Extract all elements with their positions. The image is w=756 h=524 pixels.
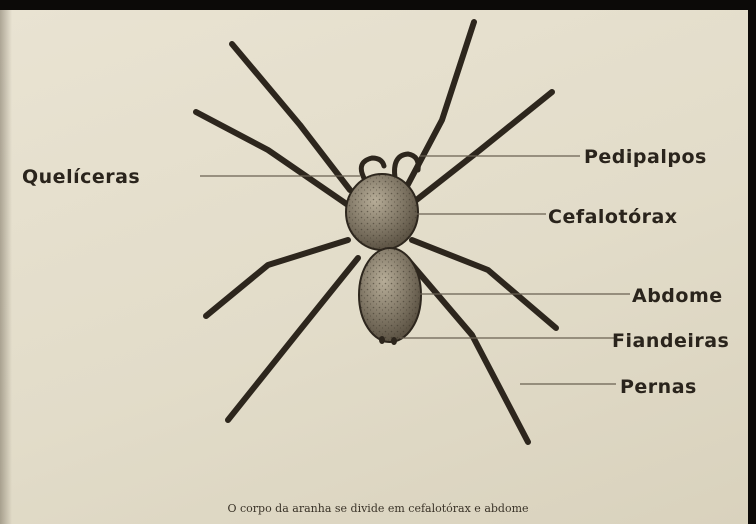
leg-right-2 <box>410 92 552 205</box>
leg-right-3 <box>412 240 556 328</box>
label-cefalotorax: Cefalotórax <box>548 206 678 228</box>
caption: O corpo da aranha se divide em cefalotór… <box>0 502 756 515</box>
label-abdome: Abdome <box>632 285 723 307</box>
leg-left-3 <box>206 240 348 316</box>
label-pedipalpos: Pedipalpos <box>584 146 707 168</box>
label-queliceras: Quelíceras <box>22 166 140 188</box>
label-fiandeiras: Fiandeiras <box>612 330 729 352</box>
label-pernas: Pernas <box>620 376 697 398</box>
